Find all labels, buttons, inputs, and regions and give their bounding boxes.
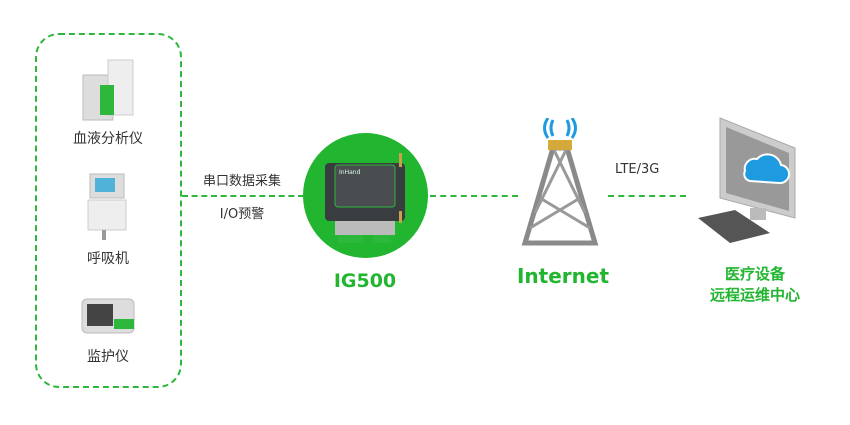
computer-icon — [698, 117, 796, 243]
serial-link-line — [182, 195, 304, 197]
gateway-circle: InHand — [303, 133, 428, 258]
lte-link-line — [608, 195, 686, 197]
blood-analyzer-icon — [82, 59, 134, 121]
link-label-serial: 串口数据采集 — [202, 174, 281, 189]
device-label: 血液分析仪 — [73, 131, 143, 147]
gateway-brand-logo: InHand — [339, 169, 361, 176]
gateway-device-icon — [325, 153, 405, 243]
link-label-io: I/O预警 — [219, 207, 265, 222]
lte-label: LTE/3G — [615, 162, 660, 177]
gateway-label: IG500 — [333, 270, 397, 292]
monitor-device-icon — [81, 298, 135, 334]
device-label: 呼吸机 — [87, 251, 129, 267]
device-group-border — [35, 33, 182, 388]
center-label-line2: 远程运维中心 — [709, 286, 800, 304]
gateway-internet-line — [430, 195, 518, 197]
device-label: 监护仪 — [87, 349, 129, 365]
ventilator-icon — [87, 173, 127, 240]
internet-label: Internet — [516, 264, 610, 288]
cell-tower-icon — [521, 118, 599, 246]
center-label-line1: 医疗设备 — [724, 265, 785, 283]
